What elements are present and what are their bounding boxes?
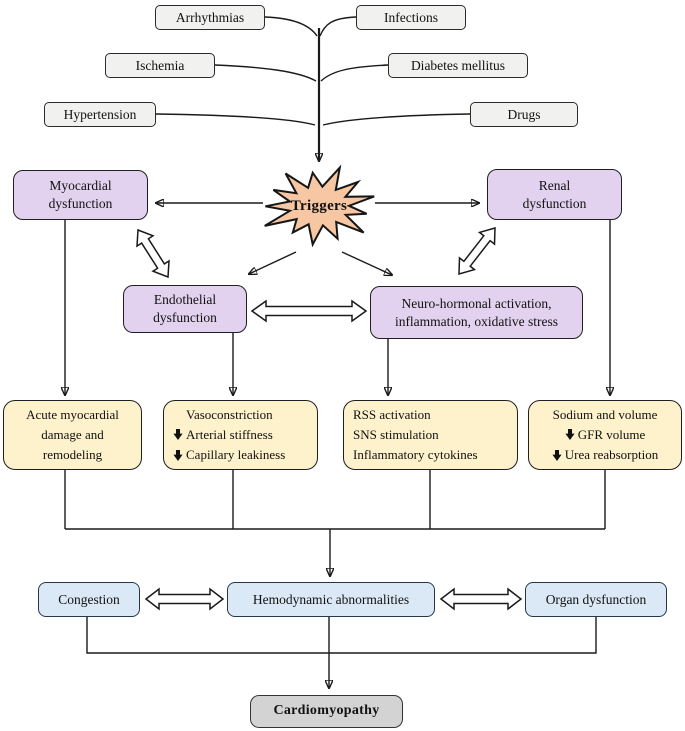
node-arrhythmias: Arrhythmias	[155, 5, 265, 30]
node-myocardial-dysfunction: Myocardial dysfunction	[13, 170, 148, 220]
node-label-line: GFR volume	[577, 426, 646, 442]
node-label-line: Vasoconstriction	[186, 406, 273, 422]
down-arrow-icon	[552, 449, 562, 461]
triggers-label: Triggers	[290, 198, 348, 214]
curve-arrhythmias	[264, 16, 318, 37]
curve-drugs	[322, 113, 471, 126]
curve-infections	[319, 16, 357, 37]
node-label-line: Inflammatory cytokines	[353, 447, 478, 463]
node-congestion: Congestion	[38, 582, 140, 617]
node-label: Hypertension	[63, 106, 137, 122]
node-endothelial-dysfunction: Endothelial dysfunction	[123, 285, 247, 333]
node-label: Organ dysfunction	[545, 591, 647, 607]
node-label-line: Myocardial	[49, 178, 112, 194]
node-label-line: Neuro-hormonal activation,	[401, 295, 552, 311]
node-label-line: Renal	[538, 177, 571, 193]
node-label: Ischemia	[135, 57, 185, 73]
node-acute-myocardial-damage: Acute myocardial damage and remodeling	[3, 400, 142, 470]
node-renal-dysfunction: Renal dysfunction	[487, 169, 622, 220]
node-diabetes-mellitus: Diabetes mellitus	[388, 53, 528, 78]
collector-consequences	[86, 617, 597, 654]
curve-diabetes	[320, 64, 389, 82]
node-label-line: Endothelial	[153, 292, 217, 308]
node-label-line: Sodium and volume	[552, 406, 658, 422]
node-label-line: remodeling	[42, 447, 103, 463]
node-label-line: Capillary leakiness	[186, 447, 286, 463]
node-label-line: damage and	[41, 426, 104, 442]
arrow-triggers-to-neurohormonal	[341, 251, 392, 275]
node-label: Drugs	[507, 106, 541, 122]
node-hypertension: Hypertension	[44, 102, 156, 127]
node-label-line: Urea reabsorption	[564, 447, 659, 463]
node-label-line: Arterial stiffness	[186, 426, 273, 442]
node-label: Cardiomyopathy	[273, 703, 380, 719]
node-label-line: Acute myocardial	[26, 406, 119, 422]
double-arrow-congestion-hemodynamic	[144, 587, 225, 611]
node-hemodynamic-abnormalities: Hemodynamic abnormalities	[227, 582, 435, 617]
node-infections: Infections	[356, 5, 466, 30]
down-arrow-icon	[173, 449, 183, 461]
node-rss-activation: RSS activation SNS stimulation Inflammat…	[343, 400, 518, 470]
node-label-line: SNS stimulation	[353, 426, 439, 442]
double-arrow-hemodynamic-organ	[439, 587, 523, 611]
curve-hypertension	[155, 113, 316, 126]
arrow-triggers-to-endothelial	[249, 251, 297, 274]
node-neurohormonal-activation: Neuro-hormonal activation, inflammation,…	[370, 286, 583, 339]
node-label-line: inflammation, oxidative stress	[394, 313, 559, 329]
node-label: Infections	[384, 9, 438, 25]
node-label-line: dysfunction	[153, 310, 217, 325]
node-label: Diabetes mellitus	[410, 57, 506, 73]
node-label-line: dysfunction	[48, 196, 113, 211]
double-arrow-renal-neurohormonal	[458, 226, 496, 276]
node-label-line: dysfunction	[522, 195, 587, 211]
node-label: Arrhythmias	[175, 9, 245, 25]
node-vasoconstriction: Vasoconstriction Arterial stiffness Capi…	[163, 400, 318, 470]
node-sodium-volume: Sodium and volume GFR volume Urea reabso…	[528, 400, 682, 470]
double-arrow-endothelial-neurohormonal	[250, 299, 368, 323]
down-arrow-icon	[565, 429, 575, 441]
down-arrow-icon	[173, 429, 183, 441]
triggers-starburst	[264, 164, 375, 248]
node-drugs: Drugs	[470, 102, 578, 127]
node-ischemia: Ischemia	[105, 53, 215, 78]
node-cardiomyopathy: Cardiomyopathy	[250, 695, 403, 728]
double-arrow-myocardial-endothelial	[136, 228, 170, 279]
curve-ischemia	[214, 64, 317, 82]
node-label-line: RSS activation	[353, 406, 431, 422]
node-label: Hemodynamic abnormalities	[252, 591, 410, 607]
node-organ-dysfunction: Organ dysfunction	[525, 582, 667, 617]
node-label: Congestion	[58, 591, 120, 607]
